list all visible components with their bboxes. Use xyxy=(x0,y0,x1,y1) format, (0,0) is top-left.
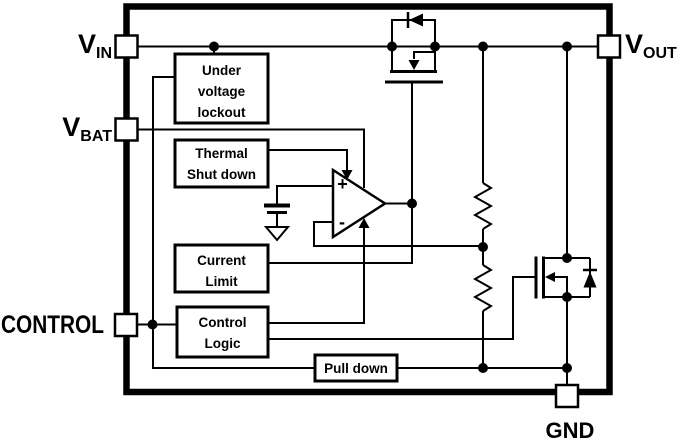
feedback-resistor-bottom xyxy=(472,264,494,312)
wire-opamp-plus-input xyxy=(276,185,333,204)
junction-dot xyxy=(407,198,417,209)
pass-fet-arrow-icon xyxy=(408,60,420,70)
vbat-label-main: V xyxy=(62,112,80,142)
gnd-pin-label: GND xyxy=(546,418,595,441)
current-limit-label-line1: Current xyxy=(197,253,246,268)
wire-feedback xyxy=(313,221,483,247)
vin-pin-label: VIN xyxy=(78,29,112,62)
junction-dot xyxy=(562,363,572,373)
pass-fet-source-stub xyxy=(413,51,435,59)
vin-label-sub: IN xyxy=(96,45,112,62)
junction-dot xyxy=(562,292,572,302)
uvlo-label-line3: lockout xyxy=(197,105,246,120)
junction-dot xyxy=(430,41,440,52)
discharge-fet-arrow-icon xyxy=(545,272,555,282)
junction-dot xyxy=(209,41,219,52)
thermal-label-line1: Thermal xyxy=(195,146,248,161)
vout-pin xyxy=(596,34,622,59)
feedback-resistor-top xyxy=(472,182,494,230)
uvlo-label-line1: Under xyxy=(202,63,242,78)
wire-logic-to-nmos-gate xyxy=(268,276,536,340)
vout-pin-label: VOUT xyxy=(625,29,677,62)
uvlo-block xyxy=(173,52,270,125)
discharge-fet-body-stub xyxy=(554,276,568,297)
junction-dot xyxy=(562,41,572,52)
reference-capacitor xyxy=(263,203,291,242)
opamp-minus-label: - xyxy=(339,212,345,232)
vbat-pin xyxy=(114,117,139,142)
wire-control-run xyxy=(152,76,315,369)
pass-fet-body-diode-icon xyxy=(409,13,423,27)
vbat-pin-label: VBAT xyxy=(62,112,112,145)
junction-dot xyxy=(478,242,488,252)
junction-dot xyxy=(478,363,488,373)
control-logic-label-line2: Logic xyxy=(205,336,241,351)
control-pin xyxy=(113,312,139,338)
control-logic-block xyxy=(175,305,270,359)
pull-down-block xyxy=(313,353,399,383)
current-limit-block xyxy=(173,243,270,294)
error-amplifier xyxy=(331,167,388,240)
junction-dot xyxy=(562,253,572,263)
control-pin-label: CONTROL xyxy=(1,311,104,339)
junction-dots xyxy=(147,41,572,373)
vout-label-sub: OUT xyxy=(643,45,677,62)
thermal-shutdown-block xyxy=(173,138,270,189)
control-logic-label-line1: Control xyxy=(199,315,247,330)
vout-label-main: V xyxy=(625,29,643,59)
wire-vbat-to-opamp xyxy=(137,128,365,188)
discharge-fet xyxy=(534,256,597,299)
wire-logic-to-opamp xyxy=(268,228,365,324)
current-limit-label-line2: Limit xyxy=(205,274,238,289)
gnd-pin xyxy=(554,383,580,409)
pull-down-label: Pull down xyxy=(324,361,388,376)
ground-symbol-icon xyxy=(263,226,291,242)
junction-dot xyxy=(147,319,158,330)
junction-dot xyxy=(387,41,397,52)
uvlo-label-line2: voltage xyxy=(198,84,246,99)
opamp-plus-label: + xyxy=(337,174,348,194)
logic-arrow-icon xyxy=(358,218,370,228)
vin-label-main: V xyxy=(78,29,96,59)
vin-pin xyxy=(114,34,139,59)
ic-boundary xyxy=(123,3,613,396)
vbat-label-sub: BAT xyxy=(80,128,112,145)
discharge-fet-body-diode-icon xyxy=(583,271,597,288)
thermal-label-line2: Shut down xyxy=(187,167,256,182)
junction-dot xyxy=(478,41,488,52)
pass-fet-body-diode-loop xyxy=(391,19,436,47)
wire-thermal-to-opamp xyxy=(268,149,348,171)
thermal-arrow-icon xyxy=(341,170,353,180)
block-labels: Under voltage lockout Thermal Shut down … xyxy=(187,63,388,376)
